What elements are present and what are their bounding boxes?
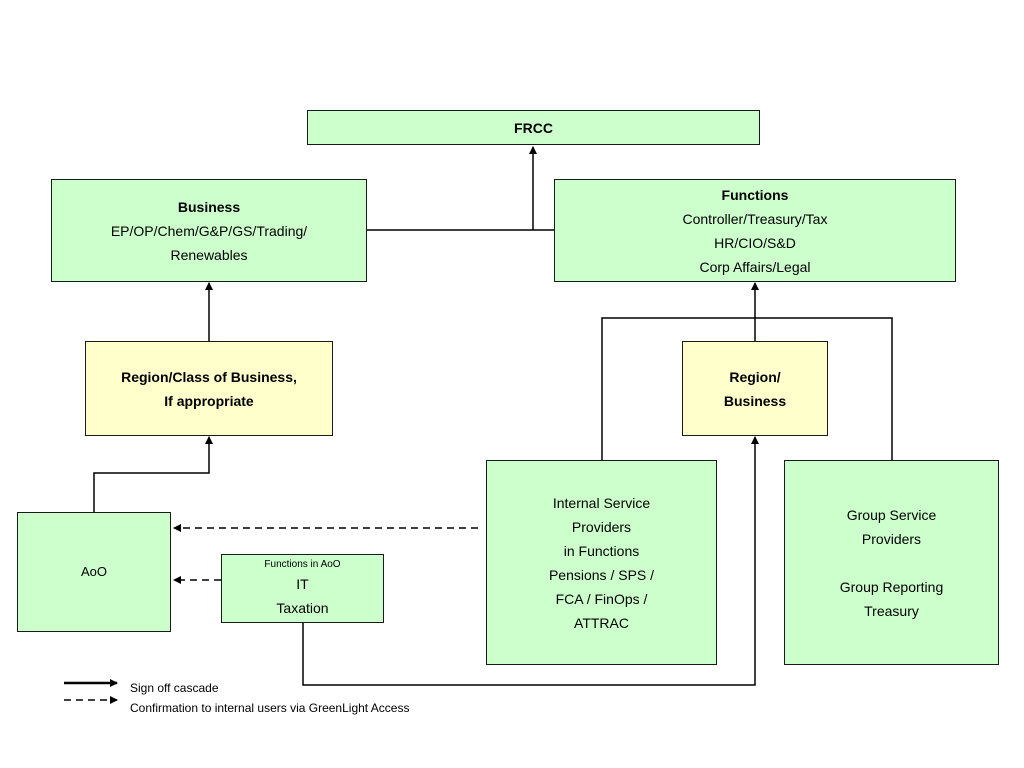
legend-solid-label: Sign off cascade [130, 681, 219, 695]
legend-dashed-label: Confirmation to internal users via Green… [130, 701, 410, 715]
group-sp-line: Group Service [846, 506, 937, 523]
group-sp-line: Treasury [864, 602, 919, 619]
connector-aoo-to-region-class [93, 436, 213, 512]
group-sp-line: Providers [861, 530, 922, 547]
frcc-box: FRCC [307, 110, 760, 145]
functions-line: HR/CIO/S&D [714, 234, 796, 251]
internal-sp-line: Providers [571, 518, 632, 535]
internal-sp-line: Internal Service [552, 494, 651, 511]
functions-title: Functions [721, 186, 789, 203]
internal-service-providers-box: Internal Service Providers in Functions … [486, 460, 717, 665]
aoo-box: AoO [17, 512, 171, 632]
aoo-label: AoO [80, 564, 107, 579]
business-title: Business [177, 198, 241, 215]
internal-sp-line: in Functions [563, 542, 640, 559]
functions-box: Functions Controller/Treasury/Tax HR/CIO… [554, 179, 956, 282]
region-class-line: If appropriate [164, 392, 254, 409]
functions-in-aoo-title: Functions in AoO [264, 558, 341, 570]
internal-sp-line: ATTRAC [574, 614, 629, 631]
region-class-box: Region/Class of Business, If appropriate [85, 341, 333, 436]
connector-functions-aoo-to-region-business [302, 436, 759, 686]
region-business-line: Business [723, 392, 787, 409]
business-box: Business EP/OP/Chem/G&P/GS/Trading/ Rene… [51, 179, 367, 282]
connector-service-providers-to-functions [601, 317, 893, 460]
internal-sp-line: FCA / FinOps / [555, 590, 648, 607]
group-service-providers-box: Group Service Providers Group Reporting … [784, 460, 999, 665]
business-line: EP/OP/Chem/G&P/GS/Trading/ [110, 222, 308, 239]
functions-in-aoo-line: Taxation [276, 599, 329, 616]
region-class-line: Region/Class of Business, [121, 368, 297, 385]
region-business-line: Region/ [729, 368, 781, 385]
functions-in-aoo-line: IT [296, 575, 309, 592]
functions-in-aoo-box: Functions in AoO IT Taxation [221, 554, 384, 623]
region-business-box: Region/ Business [682, 341, 828, 436]
internal-sp-line: Pensions / SPS / [548, 566, 655, 583]
group-sp-line: Group Reporting [839, 578, 944, 595]
frcc-title: FRCC [514, 119, 553, 136]
business-line: Renewables [170, 246, 248, 263]
functions-line: Controller/Treasury/Tax [682, 210, 828, 227]
functions-line: Corp Affairs/Legal [699, 258, 811, 275]
